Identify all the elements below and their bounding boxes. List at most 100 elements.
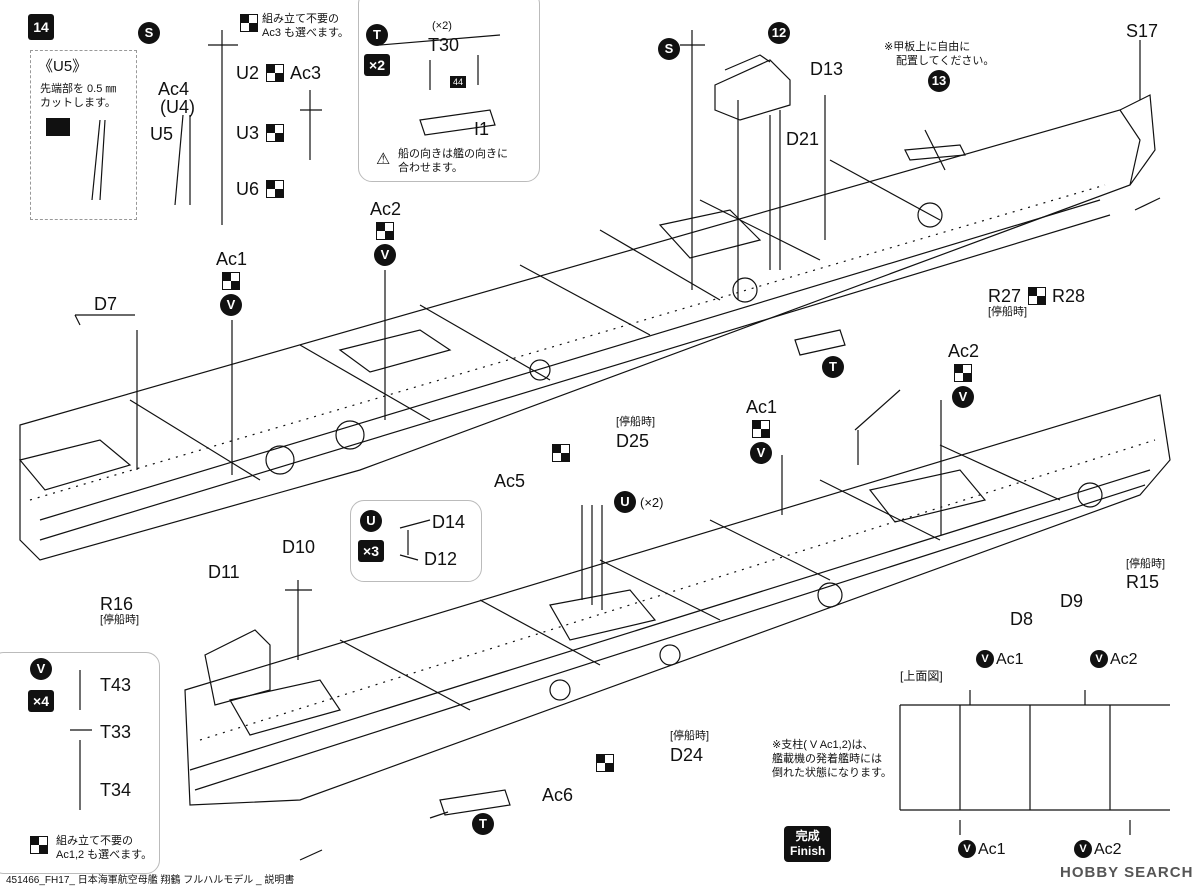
u5-note-line1: 先端部を 0.5 ㎜ — [40, 83, 117, 95]
u-detail-box — [350, 500, 482, 582]
badge-t-lower: T — [472, 813, 494, 835]
r27-anchored-note: [停船時] — [988, 306, 1028, 318]
part-r28: R28 — [1052, 286, 1086, 306]
top-label-ac2-top: Ac2 — [1110, 651, 1138, 668]
optional-part-icon — [596, 754, 614, 772]
part-d9: D9 — [1060, 591, 1084, 611]
part-i1: I1 — [474, 119, 490, 139]
u-count: (×2) — [640, 495, 664, 510]
badge-v-bottom-2: V — [1074, 840, 1092, 858]
badge-s-detail: S — [138, 22, 160, 44]
footer-caption: 451466_FH17_ 日本海軍航空母艦 翔鶴 フルハルモデル _ 説明書 — [6, 875, 295, 886]
mirror-part-icon — [1028, 287, 1046, 305]
lower-island — [204, 629, 271, 706]
lower-ship-deck — [184, 394, 1171, 806]
part-d14: D14 — [432, 512, 466, 532]
part-t43: T43 — [100, 675, 132, 695]
multiplier-t: ×2 — [364, 54, 390, 76]
optional-part-icon — [752, 420, 770, 438]
badge-v-top-2: V — [1090, 650, 1108, 668]
badge-13: 13 — [928, 70, 950, 92]
part-r27: R27 — [988, 286, 1022, 306]
optional-part-icon — [954, 364, 972, 382]
part-u2: U2 — [236, 63, 260, 83]
optional-part-icon — [552, 444, 570, 462]
optional-part-icon — [266, 64, 284, 82]
part-r16: R16 — [100, 594, 134, 614]
multiplier-v: ×4 — [28, 690, 54, 712]
part-number-tag: 44 — [450, 76, 466, 88]
optional-part-icon — [376, 222, 394, 240]
d24-anchored-note: [停船時] — [670, 730, 710, 742]
badge-v-bottom-1: V — [958, 840, 976, 858]
part-ac3: Ac3 — [290, 63, 322, 83]
part-d11: D11 — [208, 562, 240, 582]
part-d13: D13 — [810, 59, 844, 79]
r15-anchored-note: [停船時] — [1126, 558, 1166, 570]
badge-t-detail: T — [366, 24, 388, 46]
finish-label-jp: 完成 — [795, 829, 820, 843]
v-optional-note-line2: Ac1,2 も選べます。 — [56, 849, 153, 861]
badge-v-lower-2: V — [952, 386, 974, 408]
part-ac6: Ac6 — [542, 785, 574, 805]
badge-t-upper: T — [822, 356, 844, 378]
deck-note-line1: ※甲板上に自由に — [884, 41, 971, 53]
watermark-logo: HOBBY SEARCH — [1060, 864, 1194, 881]
part-u3: U3 — [236, 123, 260, 143]
part-ac2-lower: Ac2 — [948, 341, 980, 361]
badge-u-ship: U — [614, 491, 636, 513]
upper-island — [714, 59, 791, 121]
top-label-ac1-top: Ac1 — [996, 651, 1024, 668]
part-u6: U6 — [236, 179, 260, 199]
top-view-outline — [900, 704, 1170, 811]
part-d12: D12 — [424, 549, 458, 569]
step-number-badge: 14 — [28, 14, 54, 40]
part-d21: D21 — [786, 129, 820, 149]
u5-detail-box — [30, 50, 137, 220]
part-t30: T30 — [428, 35, 460, 55]
badge-v-top-1: V — [976, 650, 994, 668]
part-d8: D8 — [1010, 609, 1034, 629]
s-optional-note-line2: Ac3 も選べます。 — [262, 27, 349, 39]
multiplier-u: ×3 — [358, 540, 384, 562]
r16-anchored-note: [停船時] — [100, 614, 140, 626]
badge-v-detail: V — [30, 658, 52, 680]
badge-u-detail: U — [360, 510, 382, 532]
badge-s-upper: S — [658, 38, 680, 60]
optional-part-icon — [266, 180, 284, 198]
badge-v-upper-2: V — [374, 244, 396, 266]
top-label-ac1-bottom: Ac1 — [978, 841, 1006, 858]
optional-part-icon — [240, 14, 258, 32]
badge-v-upper-1: V — [220, 294, 242, 316]
plane-outline — [904, 129, 966, 171]
part-ac4: Ac4 — [158, 79, 190, 99]
s-optional-note-line1: 組み立て不要の — [262, 13, 339, 25]
part-ac1-upper: Ac1 — [216, 249, 248, 269]
badge-12: 12 — [768, 22, 790, 44]
deck-note-line2: 配置してください。 — [896, 55, 995, 67]
top-note-line1: ※支柱( V Ac1,2)は、 — [772, 739, 874, 751]
part-t33: T33 — [100, 722, 132, 742]
part-d24: D24 — [670, 745, 704, 765]
optional-part-icon — [266, 124, 284, 142]
top-view-title: [上面図] — [900, 669, 943, 683]
optional-part-icon — [222, 272, 240, 290]
optional-part-icon — [30, 836, 48, 854]
part-s17: S17 — [1126, 21, 1159, 41]
d25-anchored-note: [停船時] — [616, 416, 656, 428]
top-note-line2: 艦載機の発着艦時には — [772, 753, 882, 765]
finish-badge: 完成 Finish — [784, 826, 832, 862]
top-label-ac2-bottom: Ac2 — [1094, 841, 1122, 858]
part-u4: (U4) — [160, 97, 195, 117]
finish-label-en: Finish — [790, 844, 826, 858]
part-d10: D10 — [282, 537, 316, 557]
t-caution-line1: 船の向きは艦の向きに — [398, 148, 508, 160]
part-r15: R15 — [1126, 572, 1160, 592]
badge-v-lower-1: V — [750, 442, 772, 464]
u5-note-line2: カットします。 — [40, 97, 116, 109]
part-ac2-upper: Ac2 — [370, 199, 402, 219]
t-detail-box — [358, 0, 540, 182]
part-d25: D25 — [616, 431, 650, 451]
u5-title: 《U5》 — [38, 58, 88, 75]
